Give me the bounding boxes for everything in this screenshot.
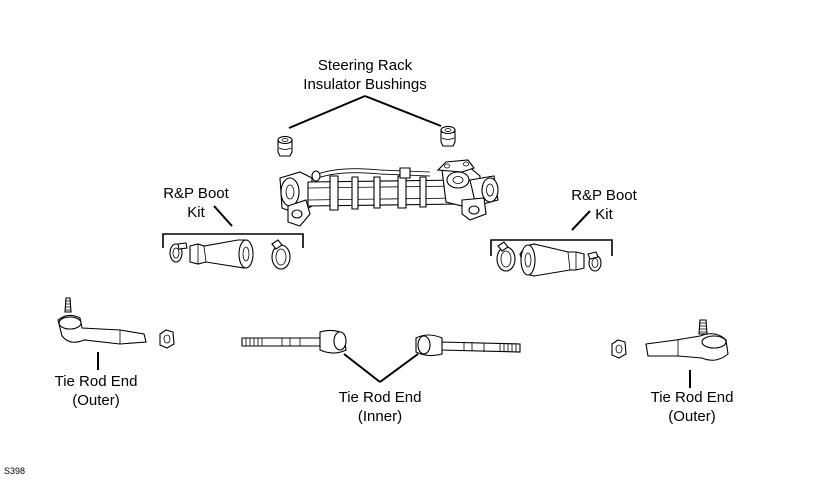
label-boot-kit-right: R&P Boot Kit	[571, 186, 637, 224]
label-tie-rod-outer-right: Tie Rod End (Outer)	[651, 388, 734, 426]
leader-boot-kit-right	[571, 210, 591, 231]
label-insulator-bushings-line2: Insulator Bushings	[303, 76, 427, 93]
label-tie-rod-inner-line2: (Inner)	[357, 408, 403, 425]
leader-tie-rod-inner	[343, 353, 419, 383]
label-insulator-bushings-line1: Steering Rack	[317, 57, 413, 74]
label-tie-rod-outer-right-line2: (Outer)	[668, 408, 716, 425]
label-tie-rod-outer-left-line2: (Outer)	[72, 392, 120, 409]
figure-code: S398	[4, 466, 26, 476]
steering-rack-assembly	[279, 159, 499, 227]
tie-rod-end-inner-right	[415, 334, 521, 357]
label-tie-rod-inner-line1: Tie Rod End	[338, 389, 422, 406]
label-tie-rod-outer-left-line1: Tie Rod End	[54, 373, 138, 390]
insulator-bushing-right	[440, 125, 456, 147]
label-boot-kit-left: R&P Boot Kit	[163, 184, 229, 222]
label-tie-rod-outer-left: Tie Rod End (Outer)	[55, 372, 138, 410]
boot-kit-bracket-right	[490, 239, 613, 256]
leader-boot-kit-left	[213, 205, 233, 227]
leader-insulator-bushings	[288, 95, 442, 129]
label-tie-rod-outer-right-line1: Tie Rod End	[650, 389, 734, 406]
nut-right	[611, 339, 627, 359]
insulator-bushing-left	[277, 135, 293, 157]
label-boot-kit-right-line2: Kit	[595, 206, 613, 223]
tie-rod-end-outer-right	[645, 319, 729, 361]
label-boot-kit-left-line2: Kit	[187, 204, 205, 221]
label-tie-rod-inner: Tie Rod End (Inner)	[339, 388, 422, 426]
tie-rod-end-inner-left	[241, 329, 347, 354]
tie-rod-end-outer-left	[57, 297, 147, 345]
boot-kit-bracket-left	[162, 233, 304, 248]
boot-kit-right-parts	[496, 241, 602, 277]
label-insulator-bushings: Steering Rack Insulator Bushings	[303, 56, 426, 94]
label-boot-kit-left-line1: R&P Boot	[163, 185, 229, 202]
nut-left	[159, 329, 175, 349]
boot-kit-left-parts	[169, 239, 291, 270]
label-boot-kit-right-line1: R&P Boot	[571, 187, 637, 204]
